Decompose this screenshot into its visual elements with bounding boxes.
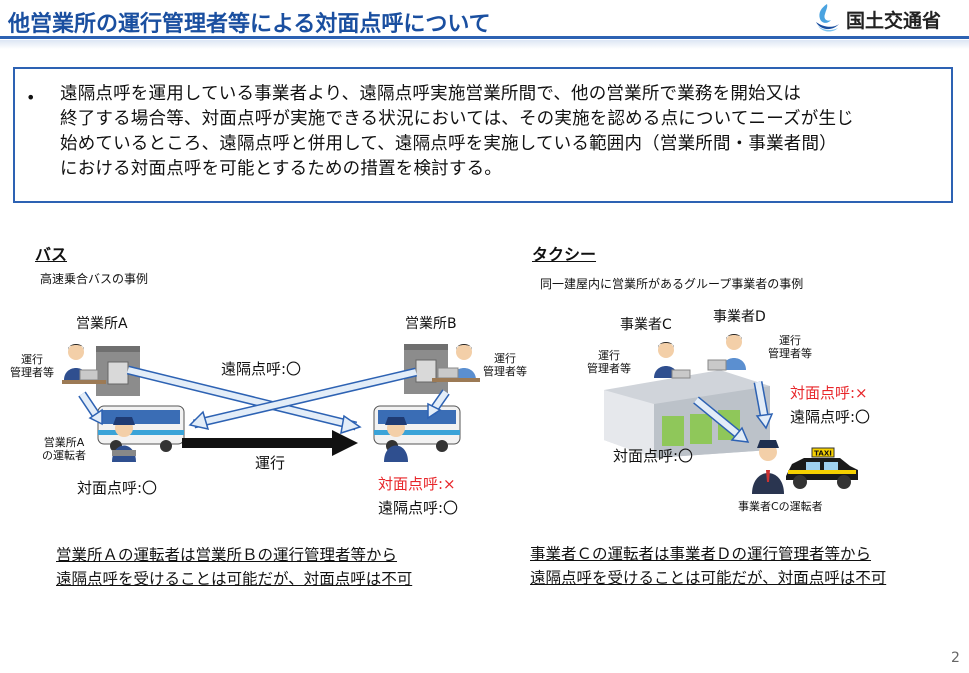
company-c-label: 事業者C [620,317,672,333]
office-a-label: 営業所A [76,316,128,332]
office-b-label: 営業所B [405,316,457,332]
taxi-driver-icon [752,440,784,494]
bus-heading: バス [35,245,68,264]
bus-b-icon [373,405,461,462]
bus-case: 高速乗合バスの事例 [40,272,149,286]
manager-a-label: 運行管理者等 [10,353,54,379]
bus-conclusion: 営業所Ａの運転者は営業所Ｂの運行管理者等から遠隔点呼を受けることは可能だが、対面… [56,546,413,588]
taxi-remote-ok: 遠隔点呼:〇 [790,408,871,426]
title-underline [0,36,969,39]
bus-a-icon [97,405,185,462]
bus-face-ok: 対面点呼:〇 [77,479,158,497]
page-number: 2 [951,650,960,666]
manager-c-label: 運行管理者等 [587,349,631,375]
manager-d-label: 運行管理者等 [768,334,812,360]
logo-text: 国土交通省 [846,10,942,32]
shared-building-icon [604,334,770,458]
bus-face-ng: 対面点呼:× [378,475,456,493]
summary-text: 遠隔点呼を運用している事業者より、遠隔点呼実施営業所間で、他の営業所で業務を開始… [60,82,948,182]
taxi-heading: タクシー [532,245,597,264]
summary-box [13,67,953,203]
title-underline-shade [0,40,969,49]
summary-line: 始めているところ、遠隔点呼と併用して、遠隔点呼を実施している範囲内（営業所間・事… [60,134,837,154]
taxi-face-ok: 対面点呼:〇 [613,447,694,465]
summary-line: における対面点呼を可能とするための措置を検討する。 [60,159,502,179]
taxi-sign-text: TAXI [814,450,832,458]
mlit-logo-icon [816,4,839,32]
taxi-driver-label: 事業者Cの運転者 [738,500,823,513]
bus-remote-ok-bottom: 遠隔点呼:〇 [378,499,459,517]
operation-label: 運行 [255,454,286,472]
company-d-label: 事業者D [713,309,766,325]
summary-line: 遠隔点呼を運用している事業者より、遠隔点呼実施営業所間で、他の営業所で業務を開始… [60,84,802,104]
page-title: 他営業所の運行管理者等による対面点呼について [8,12,491,37]
taxi-case: 同一建屋内に営業所があるグループ事業者の事例 [540,277,804,291]
summary-line: 終了する場合等、対面点呼が実施できる状況においては、その実施を認める点についてニ… [60,109,854,129]
bus-remote-ok-top: 遠隔点呼:〇 [221,360,302,378]
manager-b-label: 運行管理者等 [483,352,527,378]
taxi-face-ng: 対面点呼:× [790,384,868,402]
summary-bullet: • [26,88,36,107]
taxi-car-icon: TAXI [786,447,858,489]
taxi-conclusion: 事業者Ｃの運転者は事業者Ｄの運行管理者等から遠隔点呼を受けることは可能だが、対面… [530,545,887,587]
